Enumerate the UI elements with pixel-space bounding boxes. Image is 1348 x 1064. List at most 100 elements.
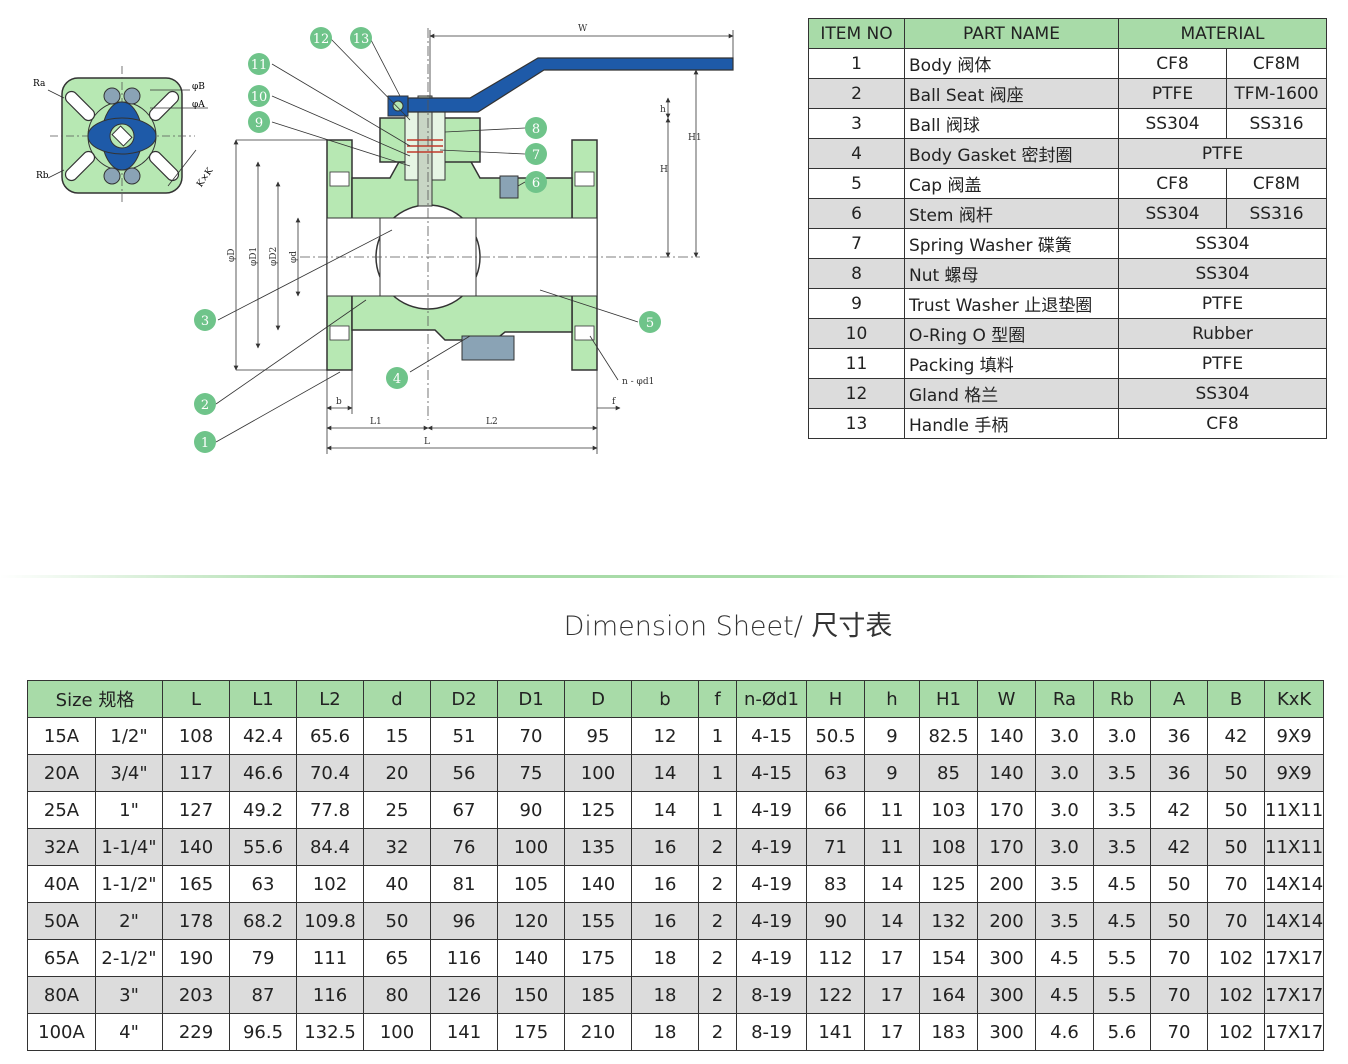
dimension-sheet-title: Dimension Sheet/ 尺寸表 [563, 611, 893, 642]
item-no-cell: 8 [808, 258, 905, 289]
dimension-cell: 3.5 [1093, 828, 1151, 866]
dimension-cell: 20A [27, 754, 96, 792]
dimension-cell: 96.5 [229, 1013, 297, 1051]
dimension-cell: 9 [864, 754, 920, 792]
dimension-cell: 4.5 [1035, 976, 1094, 1014]
item-no-cell: 7 [808, 228, 905, 259]
dimension-cell: 116 [296, 976, 364, 1014]
dimension-header-cell: L [162, 680, 230, 718]
dimension-cell: 70 [1150, 939, 1208, 977]
dimension-cell: 32A [27, 828, 96, 866]
dimension-cell: 51 [430, 717, 498, 755]
dimension-cell: 155 [564, 902, 632, 940]
dimension-cell: 65.6 [296, 717, 364, 755]
dimension-cell: 300 [977, 976, 1036, 1014]
label-Ra: Ra [33, 79, 46, 89]
label-L: L [424, 437, 430, 447]
dimension-header-cell: W [977, 680, 1036, 718]
dimension-cell: 32 [363, 828, 431, 866]
dimension-cell: 95 [564, 717, 632, 755]
dimension-cell: 14X14 [1263, 865, 1325, 903]
part-name-cell: Cap 阀盖 [904, 168, 1119, 199]
dimension-cell: 49.2 [229, 791, 297, 829]
dimension-cell: 2 [698, 865, 737, 903]
item-no-cell: 11 [808, 348, 905, 379]
dimension-cell: 70 [1207, 902, 1265, 940]
part-name-cell: Nut 螺母 [904, 258, 1119, 289]
dimension-header-cell: n-Ød1 [736, 680, 807, 718]
label-L1: L1 [370, 417, 382, 427]
part-name-cell: Ball 阀球 [904, 108, 1119, 139]
dimension-cell: 4-19 [736, 865, 807, 903]
dimension-cell: 5.5 [1093, 976, 1151, 1014]
dimension-cell: 1 [698, 754, 737, 792]
dimension-cell: 50 [1207, 754, 1265, 792]
dimension-cell: 140 [977, 717, 1036, 755]
dimension-cell: 9X9 [1263, 754, 1325, 792]
material-cell: SS304 [1118, 378, 1327, 409]
dimension-cell: 3.0 [1035, 754, 1094, 792]
material-cell: CF8M [1226, 168, 1327, 199]
callout-11: 11 [248, 53, 270, 75]
part-name-cell: Spring Washer 碟簧 [904, 228, 1119, 259]
callout-13: 13 [350, 27, 372, 49]
item-no-cell: 10 [808, 318, 905, 349]
dimension-cell: 55.6 [229, 828, 297, 866]
dimension-cell: 2 [698, 902, 737, 940]
item-no-cell: 4 [808, 138, 905, 169]
dimension-cell: 300 [977, 1013, 1036, 1051]
dimension-header-cell: B [1207, 680, 1265, 718]
dimension-cell: 17X17 [1263, 976, 1325, 1014]
dimension-header-cell: Size 规格 [27, 680, 163, 718]
section-divider [0, 575, 1348, 578]
callout-7: 7 [525, 143, 547, 165]
dimension-cell: 102 [296, 865, 364, 903]
dimension-cell: 70 [1150, 976, 1208, 1014]
dimension-cell: 85 [919, 754, 978, 792]
svg-text:1: 1 [201, 436, 209, 451]
item-no-cell: 9 [808, 288, 905, 319]
label-b: b [336, 397, 342, 407]
callout-10: 10 [248, 85, 270, 107]
label-phiB: φB [192, 82, 205, 92]
dimension-cell: 112 [806, 939, 865, 977]
callout-9: 9 [248, 111, 270, 133]
item-no-cell: 1 [808, 48, 905, 79]
dimension-cell: 56 [430, 754, 498, 792]
dimension-header-cell: Rb [1093, 680, 1151, 718]
label-H1: H1 [688, 133, 702, 143]
dimension-cell: 80 [363, 976, 431, 1014]
svg-text:9: 9 [255, 116, 263, 131]
dimension-cell: 2 [698, 976, 737, 1014]
dimension-header-cell: KxK [1263, 680, 1325, 718]
callout-2: 2 [194, 393, 216, 415]
dimension-cell: 140 [162, 828, 230, 866]
dimension-cell: 4.5 [1093, 865, 1151, 903]
dimension-cell: 2" [95, 902, 163, 940]
svg-text:7: 7 [532, 148, 540, 163]
dimension-cell: 5.5 [1093, 939, 1151, 977]
dimension-cell: 16 [631, 902, 699, 940]
dimension-cell: 154 [919, 939, 978, 977]
dimension-cell: 16 [631, 828, 699, 866]
dimension-cell: 132.5 [296, 1013, 364, 1051]
dimension-cell: 40 [363, 865, 431, 903]
dimension-cell: 126 [430, 976, 498, 1014]
dimension-cell: 1" [95, 791, 163, 829]
dimension-cell: 4.5 [1093, 902, 1151, 940]
dimension-cell: 109.8 [296, 902, 364, 940]
header-material: MATERIAL [1118, 18, 1327, 49]
dimension-cell: 1 [698, 717, 737, 755]
dimension-cell: 2 [698, 1013, 737, 1051]
label-KxK: K×K [195, 166, 215, 189]
dimension-cell: 102 [1207, 939, 1265, 977]
dimension-cell: 1-1/2" [95, 865, 163, 903]
dimension-cell: 117 [162, 754, 230, 792]
dimension-cell: 36 [1150, 717, 1208, 755]
